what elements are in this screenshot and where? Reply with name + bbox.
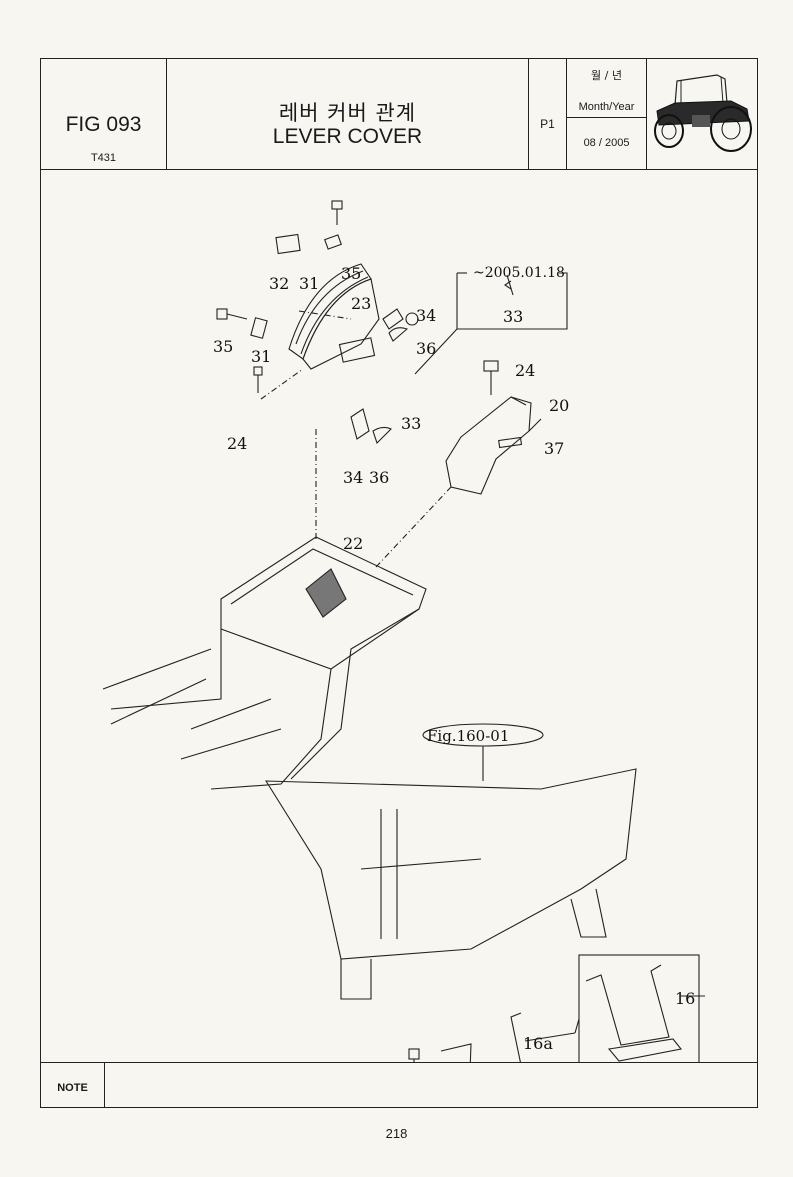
- callout-20: 20: [549, 396, 569, 415]
- fig-number: FIG 093: [65, 113, 142, 136]
- tractor-thumbnail: [647, 59, 757, 169]
- lever-cover-23-side: [302, 278, 380, 370]
- callout-24-left: 24: [227, 434, 247, 453]
- callout-36-lower: 36: [369, 468, 389, 487]
- callout-23: 23: [351, 294, 371, 313]
- callout-16a: 16a: [523, 1034, 553, 1053]
- callout-36-top: 36: [416, 339, 436, 358]
- step-16-box: [578, 954, 700, 1062]
- callout-35-left: 35: [213, 337, 233, 356]
- page-cell: P1: [529, 59, 567, 169]
- fig-cell: FIG 093 T431: [41, 59, 167, 169]
- date-divider: [567, 117, 646, 118]
- title-cell: 레버 커버 관계 LEVER COVER: [167, 59, 529, 169]
- callout-34-lower: 34: [343, 468, 363, 487]
- page-number: 218: [385, 1126, 408, 1141]
- cab-step-area: [264, 768, 637, 960]
- callout-32: 32: [269, 274, 289, 293]
- model-code: T431: [90, 152, 117, 164]
- ref-fig-label: Fig.160-01: [427, 727, 509, 745]
- callout-33-box: 33: [503, 307, 523, 326]
- bracket-20-shape: [445, 396, 532, 495]
- exploded-parts-diagram: 35 32 31 23 34 36 35 31 24 33 34 36 24 2…: [102, 200, 705, 1062]
- date-label-english: Month/Year: [578, 101, 635, 113]
- title-korean: 레버 커버 관계: [278, 101, 417, 125]
- note-label: NOTE: [41, 1063, 105, 1108]
- callout-35-top: 35: [341, 264, 361, 283]
- date-label-korean: 월 / 년: [591, 69, 622, 82]
- callout-16: 16: [675, 989, 695, 1008]
- callout-24-right: 24: [515, 361, 535, 380]
- date-value: 08 / 2005: [583, 137, 630, 149]
- note-row: NOTE: [41, 1062, 757, 1108]
- parts-sheet: FIG 093 T431 레버 커버 관계 LEVER COVER P1 월 /…: [40, 58, 758, 1108]
- callout-22: 22: [343, 534, 363, 553]
- date-cell: 월 / 년 Month/Year 08 / 2005: [567, 59, 647, 169]
- callout-31-top: 31: [299, 274, 319, 293]
- callout-37: 37: [544, 439, 564, 458]
- page-label: P1: [540, 117, 555, 131]
- tractor-icon: [654, 74, 752, 152]
- title-english: LEVER COVER: [272, 125, 423, 148]
- callout-34-top: 34: [416, 306, 436, 325]
- callout-31-left: 31: [251, 347, 271, 366]
- lever-cover-window: [338, 337, 376, 363]
- revision-date: ~2005.01.18: [473, 265, 565, 281]
- callout-33-lower: 33: [401, 414, 421, 433]
- header: FIG 093 T431 레버 커버 관계 LEVER COVER P1 월 /…: [41, 59, 757, 170]
